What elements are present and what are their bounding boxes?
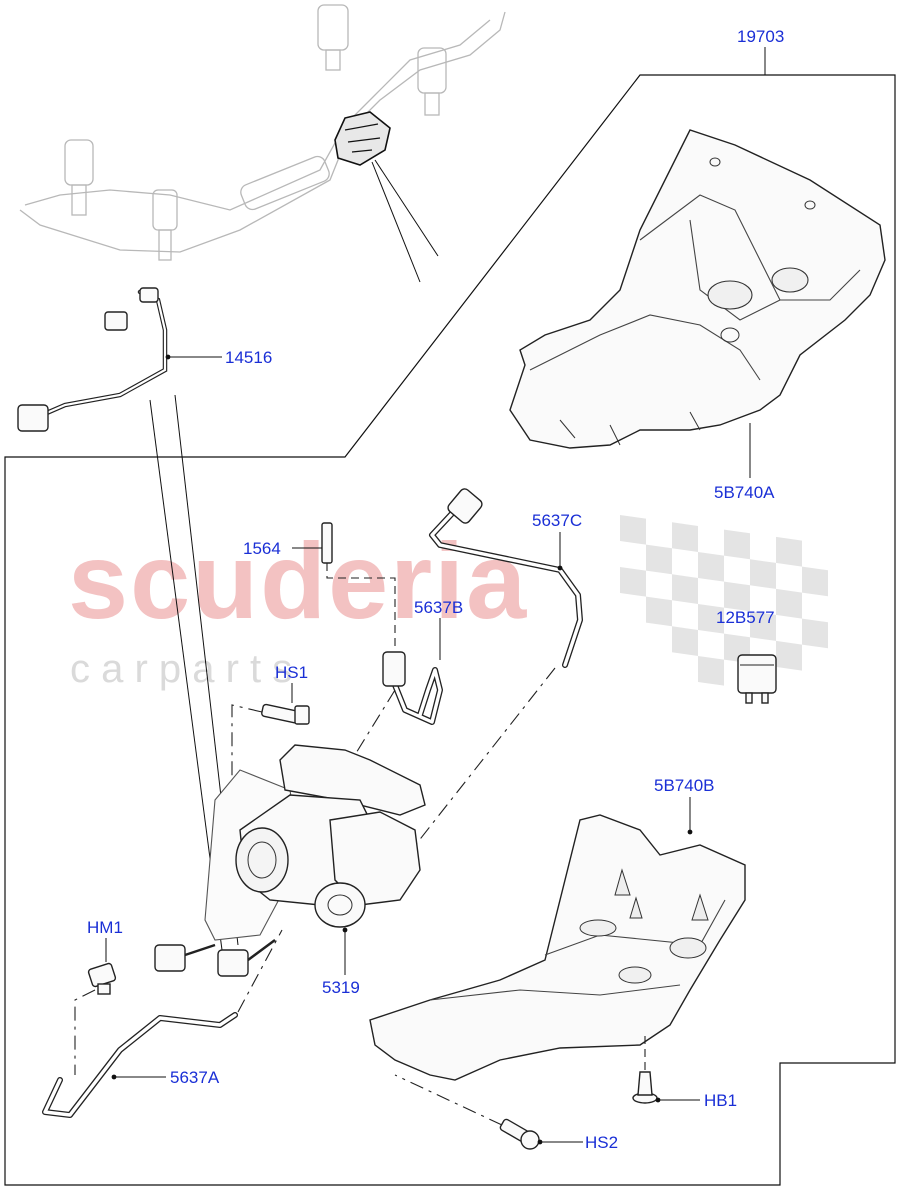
watermark-subtitle: c a r p a r t s [70, 647, 292, 691]
sensor-HM1 [74, 938, 117, 1075]
hose-5637B [382, 618, 443, 725]
upper-cover-5B740A [509, 129, 886, 478]
pin-1564 [292, 522, 396, 650]
callout-labels: 19703 14516 5B740A 1564 5637C 5637B 12B5… [87, 27, 784, 1152]
watermark-brand: scuderia [68, 520, 528, 641]
callout-HB1: HB1 [704, 1091, 737, 1110]
assembly-boundary-19703 [4, 74, 896, 1186]
callout-5637A: 5637A [170, 1068, 220, 1087]
callout-1564: 1564 [243, 539, 281, 558]
hose-5637C [429, 488, 583, 668]
screw-HS2 [394, 1074, 583, 1150]
callout-19703: 19703 [737, 27, 784, 46]
callout-12B577: 12B577 [716, 608, 775, 627]
callout-5B740A: 5B740A [714, 483, 775, 502]
valve-block-highlight [334, 111, 391, 166]
hose-5637A [42, 929, 283, 1118]
compressor-5319 [154, 744, 426, 977]
callout-5B740B: 5B740B [654, 776, 715, 795]
fastener-HB1 [632, 1035, 700, 1104]
callout-HM1: HM1 [87, 918, 123, 937]
watermark: scuderia c a r p a r t s [68, 515, 828, 693]
callout-14516: 14516 [225, 348, 272, 367]
wiring-harness-14516 [17, 287, 222, 432]
screw-HS1 [231, 683, 310, 815]
callout-5637C: 5637C [532, 511, 582, 530]
callout-HS2: HS2 [585, 1133, 618, 1152]
callout-5637B: 5637B [414, 598, 463, 617]
callout-5319: 5319 [322, 978, 360, 997]
watermark-checker-flag [620, 515, 828, 693]
vehicle-air-system-context [19, 4, 506, 283]
relay-12B577 [737, 654, 777, 704]
lower-cover-5B740B [369, 797, 746, 1081]
callout-HS1: HS1 [275, 663, 308, 682]
